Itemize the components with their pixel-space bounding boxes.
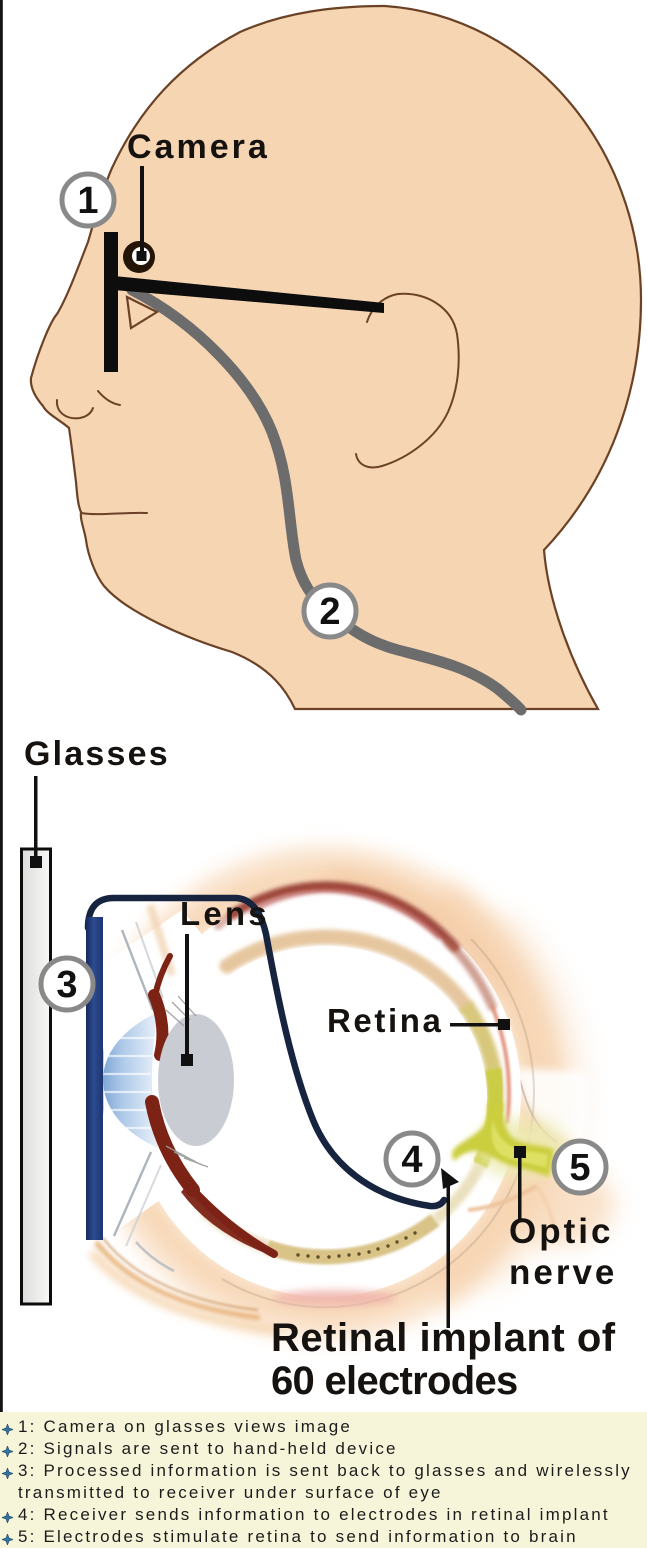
svg-text:1: 1 [77, 180, 98, 222]
svg-text:5: 5 [569, 1147, 590, 1189]
svg-text:2: 2 [319, 591, 340, 633]
svg-text:4: 4 [401, 1139, 422, 1181]
svg-text:3: 3 [56, 964, 77, 1006]
